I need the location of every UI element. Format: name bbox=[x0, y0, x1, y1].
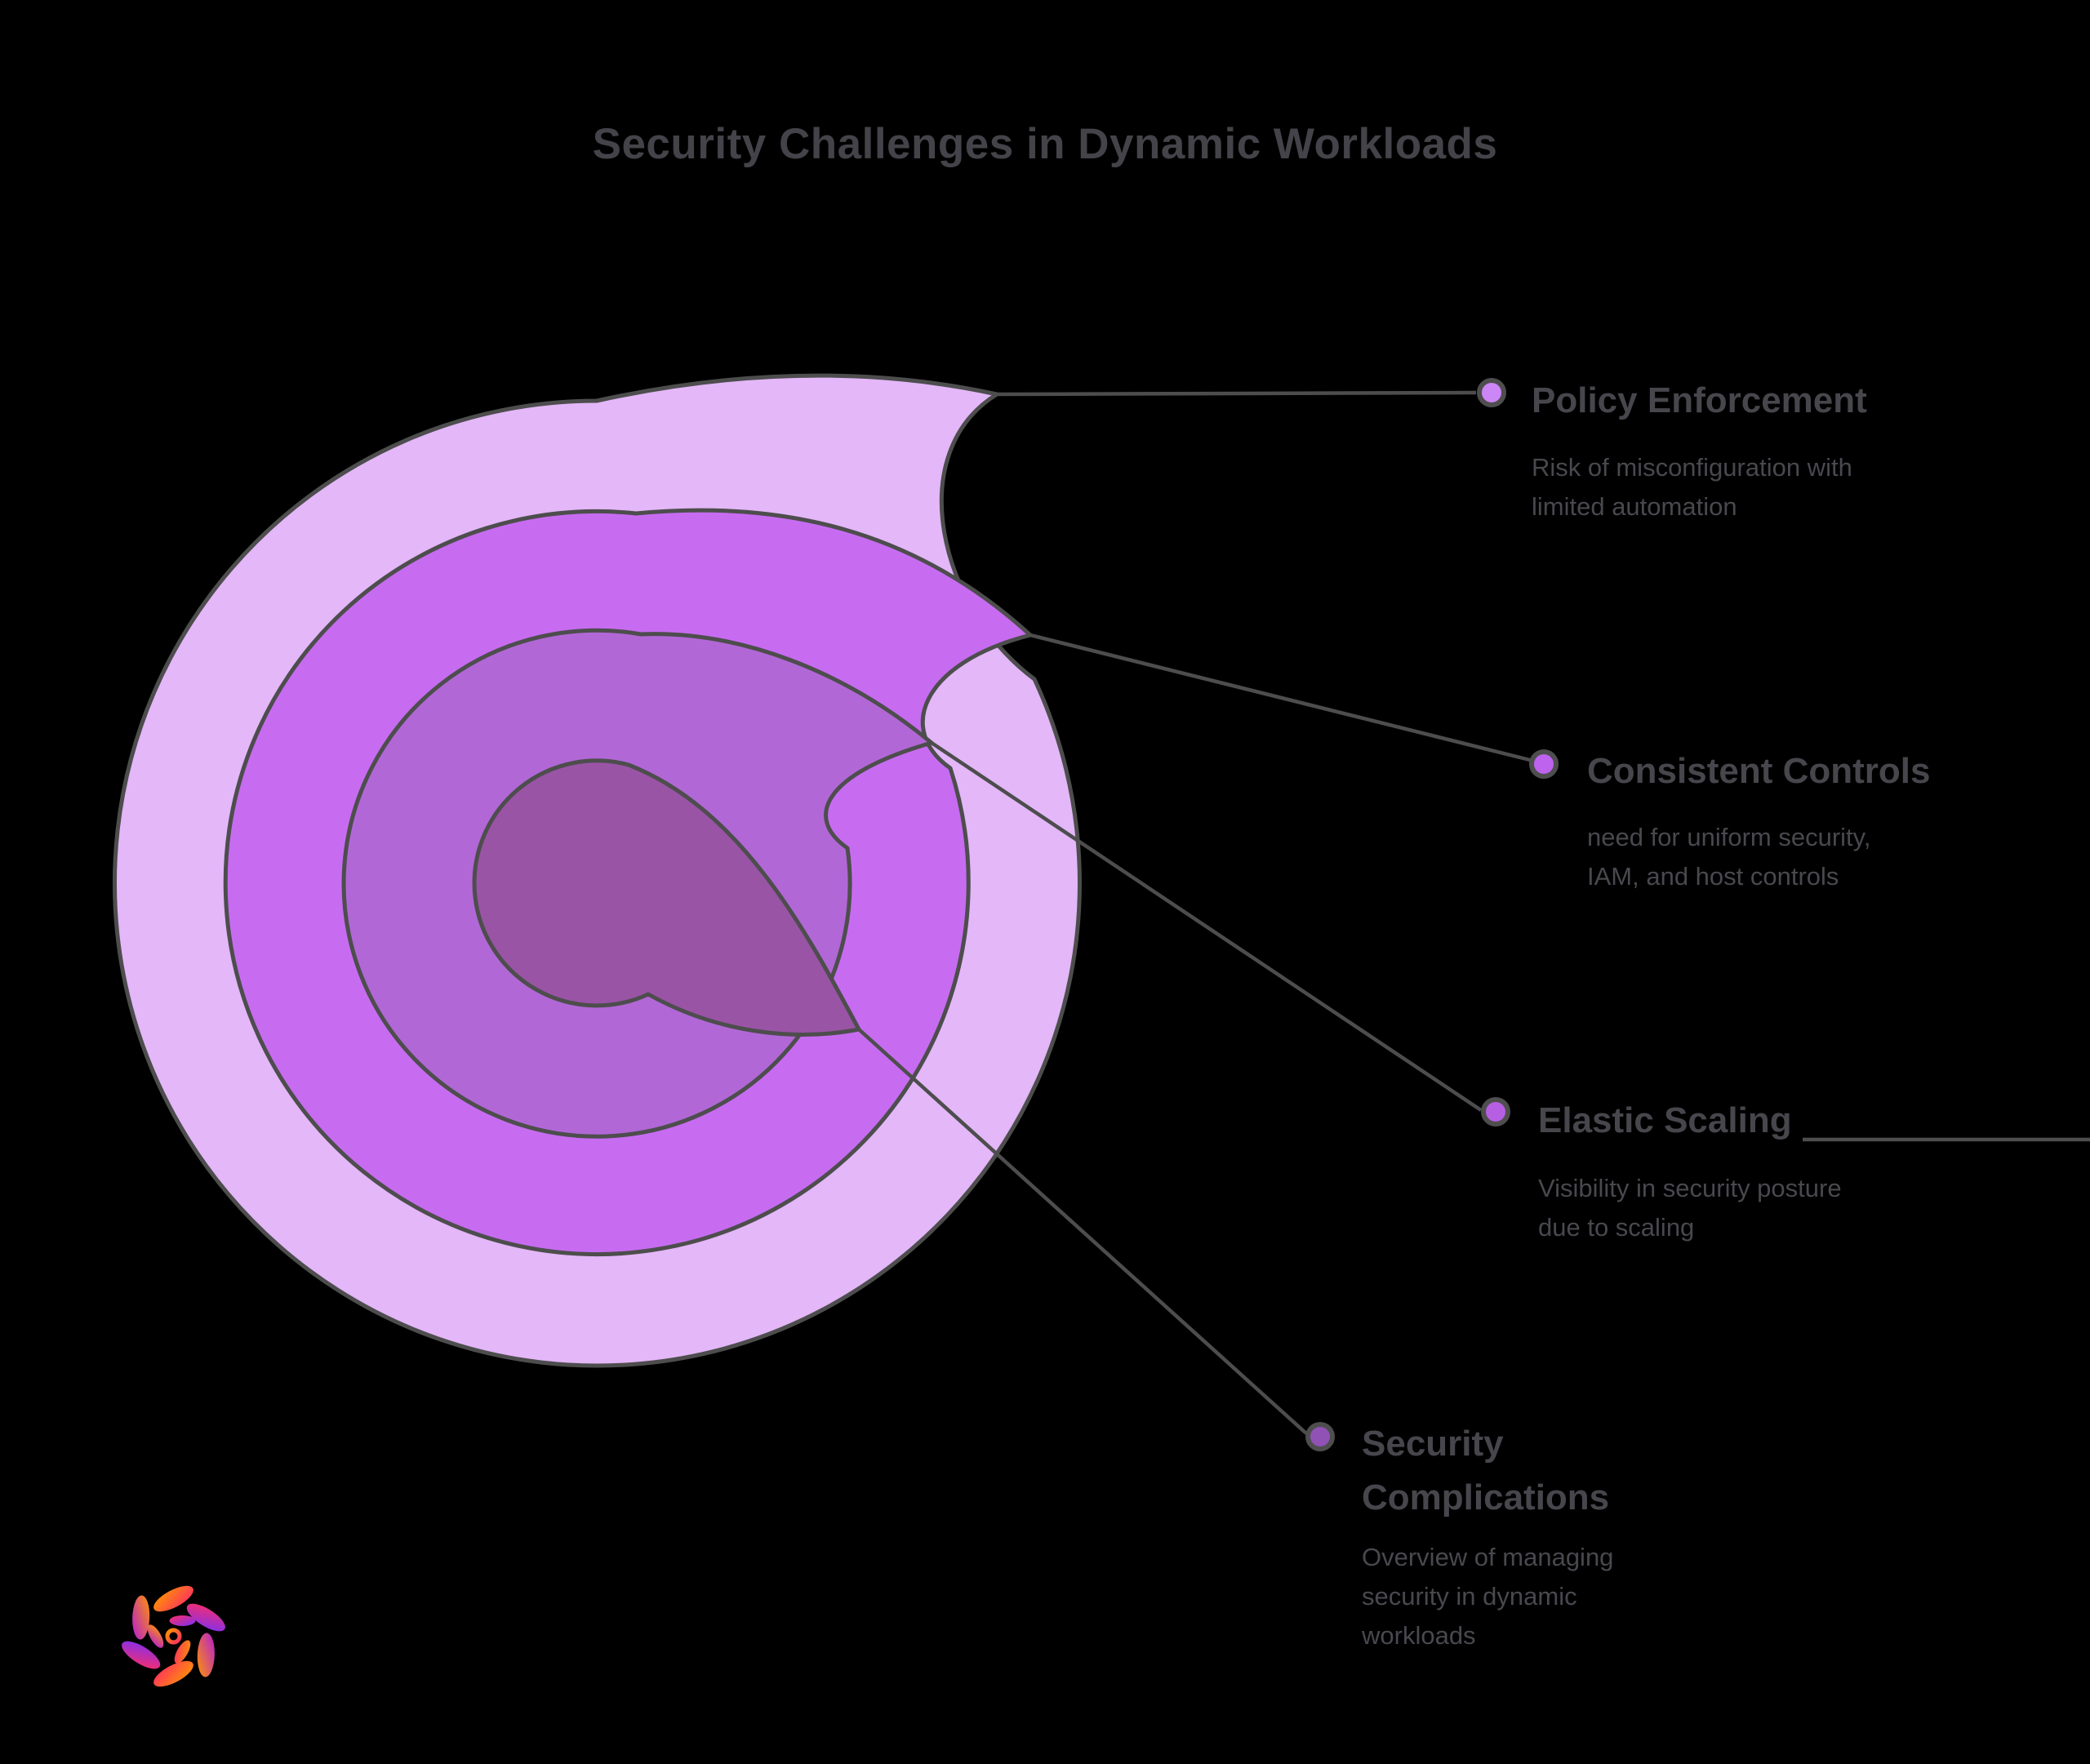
label-consistent-controls: Consistent Controls bbox=[1587, 744, 1930, 798]
layer-core bbox=[472, 758, 861, 1037]
desc-line: due to scaling bbox=[1538, 1213, 1695, 1242]
bullet-dot-icon bbox=[1481, 1097, 1510, 1126]
desc-line: need for uniform security, bbox=[1587, 823, 1871, 851]
label-elastic-scaling: Elastic Scaling bbox=[1538, 1094, 1792, 1148]
label-line: Elastic Scaling bbox=[1538, 1100, 1792, 1140]
connector-consistent-controls bbox=[1029, 633, 1531, 762]
label-line: Security bbox=[1362, 1424, 1504, 1464]
desc-elastic-scaling: Visibility in security posture due to sc… bbox=[1538, 1169, 1842, 1247]
desc-line: workloads bbox=[1362, 1621, 1476, 1650]
label-security-complications: Security Complications bbox=[1362, 1417, 1705, 1525]
desc-line: Risk of misconfiguration with bbox=[1532, 453, 1852, 482]
bullet-dot-icon bbox=[1477, 378, 1506, 407]
desc-line: Overview of managing bbox=[1362, 1543, 1614, 1571]
label-line: Policy Enforcement bbox=[1532, 380, 1867, 420]
desc-security-complications: Overview of managing security in dynamic… bbox=[1362, 1538, 1613, 1655]
desc-line: limited automation bbox=[1532, 492, 1737, 521]
desc-line: security in dynamic bbox=[1362, 1582, 1577, 1611]
brand-logo-swirl-icon bbox=[122, 1585, 225, 1687]
label-policy-enforcement: Policy Enforcement bbox=[1532, 374, 1867, 428]
desc-line: Visibility in security posture bbox=[1538, 1174, 1842, 1202]
desc-policy-enforcement: Risk of misconfiguration with limited au… bbox=[1532, 448, 1852, 527]
desc-line: IAM, and host controls bbox=[1587, 862, 1839, 891]
connector-policy-enforcement bbox=[996, 390, 1477, 397]
bullet-dot-icon bbox=[1529, 749, 1559, 779]
label-line: Complications bbox=[1362, 1477, 1610, 1517]
bullet-dot-icon bbox=[1305, 1422, 1335, 1451]
desc-consistent-controls: need for uniform security, IAM, and host… bbox=[1587, 818, 1870, 896]
label-line: Consistent Controls bbox=[1587, 751, 1931, 791]
page-title: Security Challenges in Dynamic Workloads bbox=[592, 120, 1498, 168]
connector-security-complications bbox=[857, 1028, 1308, 1435]
connector-elastic-scaling bbox=[930, 741, 1483, 1112]
